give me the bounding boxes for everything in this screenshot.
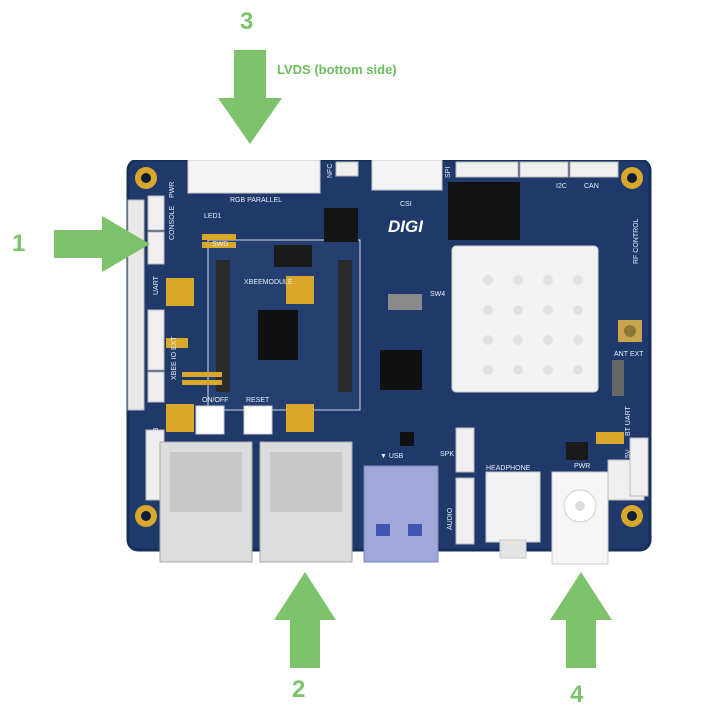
- led1-label: LED1: [204, 213, 222, 220]
- audio-label: AUDIO: [447, 507, 454, 530]
- arrow-4-up: [550, 572, 612, 668]
- console-connector: [147, 231, 165, 265]
- xbee-module-label: XBEEMODULE: [244, 279, 293, 286]
- usb-host-connector: [363, 465, 439, 563]
- csi-label: CSI: [400, 201, 412, 208]
- gpio-label: GPIO: [153, 380, 160, 398]
- 5v-label: 5V: [625, 449, 632, 458]
- audio-connector: [455, 477, 475, 545]
- arrow-3-down: [218, 50, 282, 144]
- spi-label: SPI: [445, 167, 452, 178]
- sw4-switch: [388, 294, 422, 310]
- nfc-label: NFC: [327, 164, 334, 178]
- arrow-1-right: [54, 216, 150, 272]
- rgb-parallel-connector: [187, 160, 321, 194]
- lvds-note: LVDS (bottom side): [277, 62, 397, 77]
- spk-label: SPK: [440, 451, 454, 458]
- can-connector: [569, 161, 619, 178]
- i2c-label: I2C: [556, 183, 567, 190]
- pwr-top-label: PWR: [169, 182, 176, 198]
- xbee-io-ext-label: XBEE IO EXT: [171, 336, 178, 380]
- can-label: CAN: [584, 183, 599, 190]
- arrow-2-up: [274, 572, 336, 668]
- headphone-jack: [485, 471, 541, 543]
- gold-test-pads: [166, 234, 314, 432]
- brand-logo: DIGI: [388, 217, 424, 236]
- xbee-chip: [258, 310, 298, 360]
- pwr-jack-label: PWR: [574, 463, 590, 470]
- rf-control-label: RF CONTROL: [633, 218, 640, 264]
- ant-ext-label: ANT EXT: [614, 351, 644, 358]
- console-label: CONSOLE: [169, 205, 176, 240]
- 3v3-label: 3.3V: [617, 465, 624, 480]
- callout-4: 4: [570, 681, 584, 708]
- nfc-connector: [335, 161, 359, 177]
- cpu-chip: [380, 350, 422, 390]
- uart-label: UART: [153, 275, 160, 295]
- spk-connector: [455, 427, 475, 473]
- callout-3: 3: [240, 8, 254, 35]
- onoff-label: ON/OFF: [202, 397, 228, 404]
- spi-connector: [455, 161, 519, 178]
- mounting-holes: [135, 167, 643, 527]
- reset-button[interactable]: [243, 405, 273, 435]
- reset-label: RESET: [246, 397, 270, 404]
- i2c-connector: [519, 161, 569, 178]
- gpio-connector: [147, 371, 165, 403]
- usb-mid-label: ▼ USB: [380, 453, 404, 460]
- headphone-label: HEADPHONE: [486, 465, 531, 472]
- bt-uart-label: BT UART: [625, 406, 632, 436]
- ccimx8-board: DIGI RGB PARALLEL NFC CSI SPI I2C CAN PW…: [126, 160, 652, 565]
- usb-left-label: USB: [153, 427, 160, 442]
- callout-1: 1: [12, 230, 26, 257]
- rgb-parallel-label: RGB PARALLEL: [230, 197, 282, 204]
- csi-connector: [371, 160, 443, 191]
- sw4-label: SW4: [430, 291, 445, 298]
- swd-label: SWD: [212, 241, 228, 248]
- xbee-io-ext-connector: [147, 309, 165, 371]
- callout-2: 2: [292, 676, 306, 703]
- onoff-button[interactable]: [195, 405, 225, 435]
- pwr-header: [147, 195, 165, 231]
